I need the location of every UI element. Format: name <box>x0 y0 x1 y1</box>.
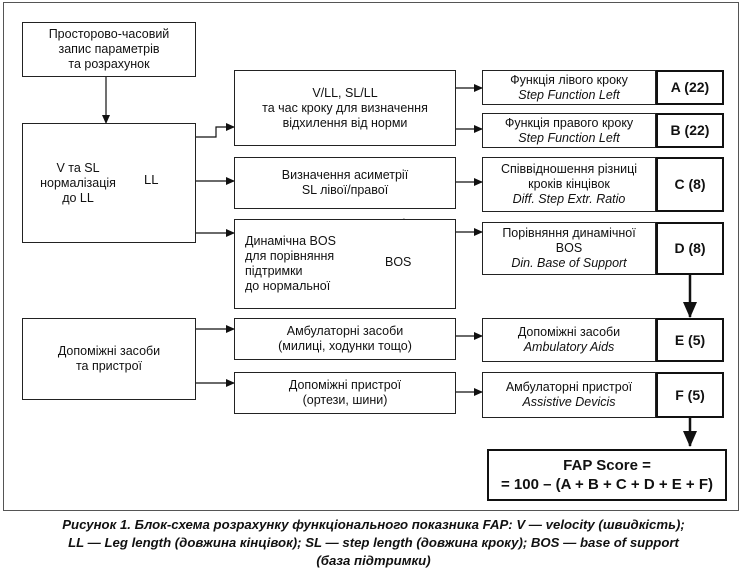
assistive-devices-box: Амбулаторні пристрої Assistive Devicis <box>482 372 656 418</box>
normalization-box: V та SL нормалізація до LL <box>22 123 196 243</box>
assistive-source-box: Допоміжні засоби та пристрої <box>22 318 196 400</box>
right-step-box: Функція правого кроку Step Function Left <box>482 113 656 148</box>
dynamic-bos-compare-box: Порівняння динамічної BOS Din. Base of S… <box>482 222 656 275</box>
code-d: D (8) <box>656 222 724 275</box>
code-c: C (8) <box>656 157 724 212</box>
code-b: B (22) <box>656 113 724 148</box>
diagram-frame <box>3 2 739 511</box>
ll-label: LL <box>144 172 159 187</box>
asymmetry-box: Визначення асиметрії SL лівої/правої <box>234 157 456 209</box>
ambulatory-aids-box: Допоміжні засоби Ambulatory Aids <box>482 318 656 362</box>
arrow-norm-to-vsl <box>196 123 235 138</box>
left-step-box: Функція лівого кроку Step Function Left <box>482 70 656 105</box>
code-f: F (5) <box>656 372 724 418</box>
fap-score-box: FAP Score = = 100 – (A + B + C + D + E +… <box>487 449 727 501</box>
bos-center-label: BOS <box>385 255 412 269</box>
devices-source-box: Допоміжні пристрої (ортези, шини) <box>234 372 456 414</box>
dynamic-bos-box: Динамічна BOS для порівняння підтримки д… <box>234 219 456 309</box>
code-a: A (22) <box>656 70 724 105</box>
ambulatory-box: Амбулаторні засоби (милиці, ходунки тощо… <box>234 318 456 360</box>
code-e: E (5) <box>656 318 724 362</box>
vsl-box: V/LL, SL/LL та час кроку для визначення … <box>234 70 456 146</box>
ratio-box: Співвідношення різниці кроків кінцівок D… <box>482 157 656 212</box>
figure-caption: Рисунок 1. Блок-схема розрахунку функціо… <box>62 517 685 568</box>
start-box: Просторово-часовий запис параметрів та р… <box>22 22 196 77</box>
